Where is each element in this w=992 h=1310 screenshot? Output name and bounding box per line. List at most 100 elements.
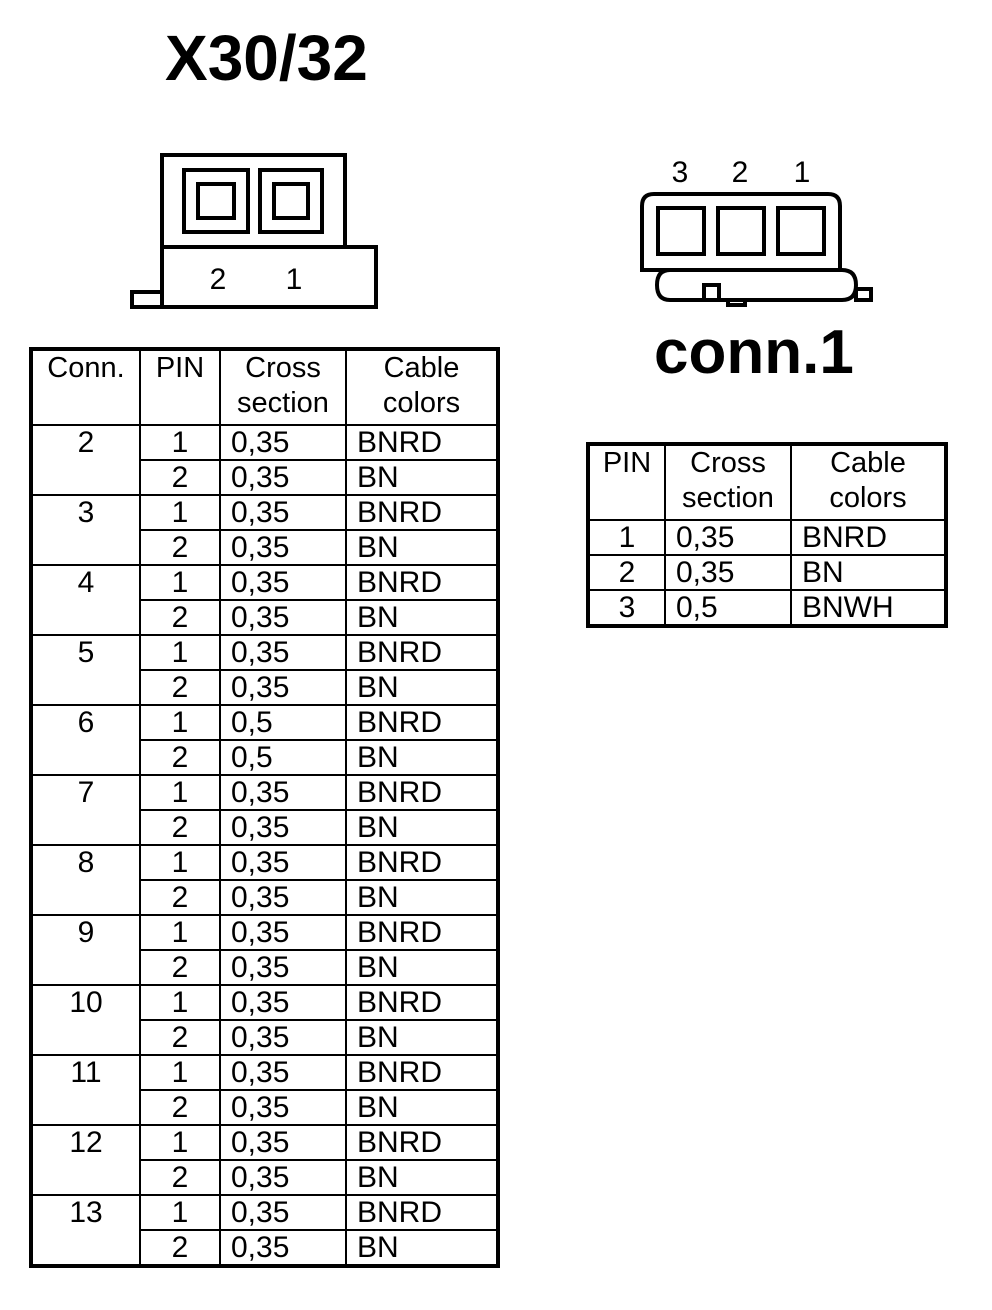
pin-cell: 2 [139, 879, 221, 916]
right-pin-label-2: 2 [732, 156, 749, 189]
conn-cell: 4 [30, 564, 141, 636]
cross-section-cell: 0,35 [219, 459, 347, 496]
cable-color-cell: BN [345, 1229, 499, 1267]
pin-cell: 3 [587, 589, 666, 627]
conn-cell: 6 [30, 704, 141, 776]
header-pin: PIN [139, 348, 221, 426]
cable-color-cell: BNRD [790, 519, 947, 556]
pin-cell: 2 [139, 599, 221, 636]
header-cable-colors: Cable colors [345, 348, 499, 426]
header-conn: Conn. [30, 348, 141, 426]
cable-color-cell: BN [345, 599, 499, 636]
cable-color-cell: BNRD [345, 704, 499, 741]
conn-cell: 9 [30, 914, 141, 986]
right-pin-label-1: 1 [794, 156, 811, 189]
cross-section-cell: 0,35 [219, 809, 347, 846]
cross-section-cell: 0,35 [219, 1019, 347, 1056]
cable-color-cell: BNWH [790, 589, 947, 627]
conn-cell: 8 [30, 844, 141, 916]
cross-section-cell: 0,35 [219, 879, 347, 916]
header-cross-section: Cross section [664, 443, 792, 521]
cross-section-cell: 0,35 [219, 599, 347, 636]
pin-cell: 1 [139, 774, 221, 811]
cross-section-cell: 0,35 [219, 529, 347, 566]
pin-cell: 1 [139, 1124, 221, 1161]
cross-section-cell: 0,35 [219, 669, 347, 706]
cable-color-cell: BNRD [345, 914, 499, 951]
conn-cell: 12 [30, 1124, 141, 1196]
pin-cell: 2 [587, 554, 666, 591]
cross-section-cell: 0,35 [219, 984, 347, 1021]
cable-color-cell: BN [345, 1089, 499, 1126]
pin-cell: 2 [139, 459, 221, 496]
pin-cell: 2 [139, 529, 221, 566]
cable-color-cell: BNRD [345, 424, 499, 461]
cable-color-cell: BNRD [345, 774, 499, 811]
cable-color-cell: BNRD [345, 1124, 499, 1161]
pin-cell: 2 [139, 1019, 221, 1056]
cross-section-cell: 0,5 [664, 589, 792, 627]
pin-cell: 1 [587, 519, 666, 556]
cross-section-cell: 0,35 [219, 494, 347, 531]
pin-cell: 2 [139, 669, 221, 706]
cross-section-cell: 0,35 [219, 634, 347, 671]
cross-section-cell: 0,35 [219, 774, 347, 811]
cable-color-cell: BNRD [345, 634, 499, 671]
conn-cell: 2 [30, 424, 141, 496]
pin-cell: 1 [139, 494, 221, 531]
cross-section-cell: 0,35 [664, 554, 792, 591]
cable-color-cell: BN [345, 949, 499, 986]
cross-section-cell: 0,35 [219, 564, 347, 601]
pin-cell: 2 [139, 949, 221, 986]
cross-section-cell: 0,35 [219, 1124, 347, 1161]
cable-color-cell: BN [345, 669, 499, 706]
conn-cell: 3 [30, 494, 141, 566]
conn-cell: 7 [30, 774, 141, 846]
pin-cell: 1 [139, 914, 221, 951]
header-cross-section: Cross section [219, 348, 347, 426]
conn-cell: 5 [30, 634, 141, 706]
cross-section-cell: 0,35 [219, 914, 347, 951]
pin-cell: 2 [139, 739, 221, 776]
cross-section-cell: 0,35 [219, 424, 347, 461]
header-cable-colors: Cable colors [790, 443, 947, 521]
cable-color-cell: BN [345, 459, 499, 496]
pin-cell: 1 [139, 564, 221, 601]
pin-cell: 2 [139, 1159, 221, 1196]
left-pin-label-2: 2 [210, 263, 227, 296]
cross-section-cell: 0,35 [219, 1229, 347, 1267]
cross-section-cell: 0,35 [219, 1089, 347, 1126]
connector-title-x30-32: X30/32 [165, 22, 368, 94]
right-pin-label-3: 3 [672, 156, 689, 189]
pin-cell: 1 [139, 844, 221, 881]
pin-cell: 1 [139, 634, 221, 671]
pin-cell: 2 [139, 1089, 221, 1126]
cross-section-cell: 0,35 [219, 1054, 347, 1091]
cable-color-cell: BN [345, 529, 499, 566]
cable-color-cell: BNRD [345, 984, 499, 1021]
